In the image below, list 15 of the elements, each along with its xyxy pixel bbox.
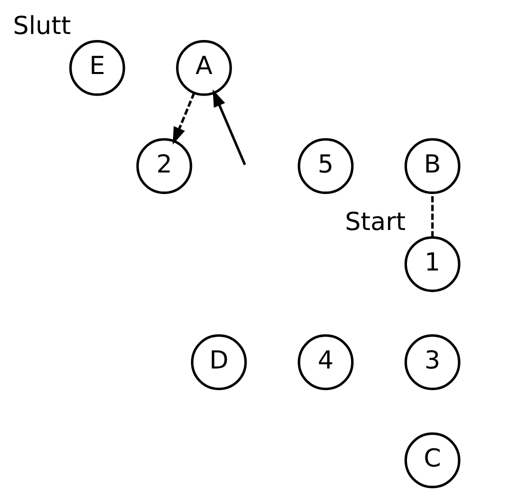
node-circle: C xyxy=(404,432,460,488)
node-label: Start xyxy=(345,207,406,236)
node-label: Slutt xyxy=(13,10,71,40)
node-circle: D xyxy=(190,334,247,390)
node-circle: 5 xyxy=(298,138,354,194)
node-circle: B xyxy=(404,138,460,194)
node-circle: 4 xyxy=(298,334,354,390)
arrow xyxy=(172,92,196,145)
node-circle: 1 xyxy=(404,236,460,292)
arrow xyxy=(212,89,246,166)
node-circle: 3 xyxy=(404,334,460,390)
node-circle: E xyxy=(69,40,126,96)
node-circle: 2 xyxy=(136,138,192,194)
node-circle: A xyxy=(176,40,232,96)
connector xyxy=(431,192,434,238)
